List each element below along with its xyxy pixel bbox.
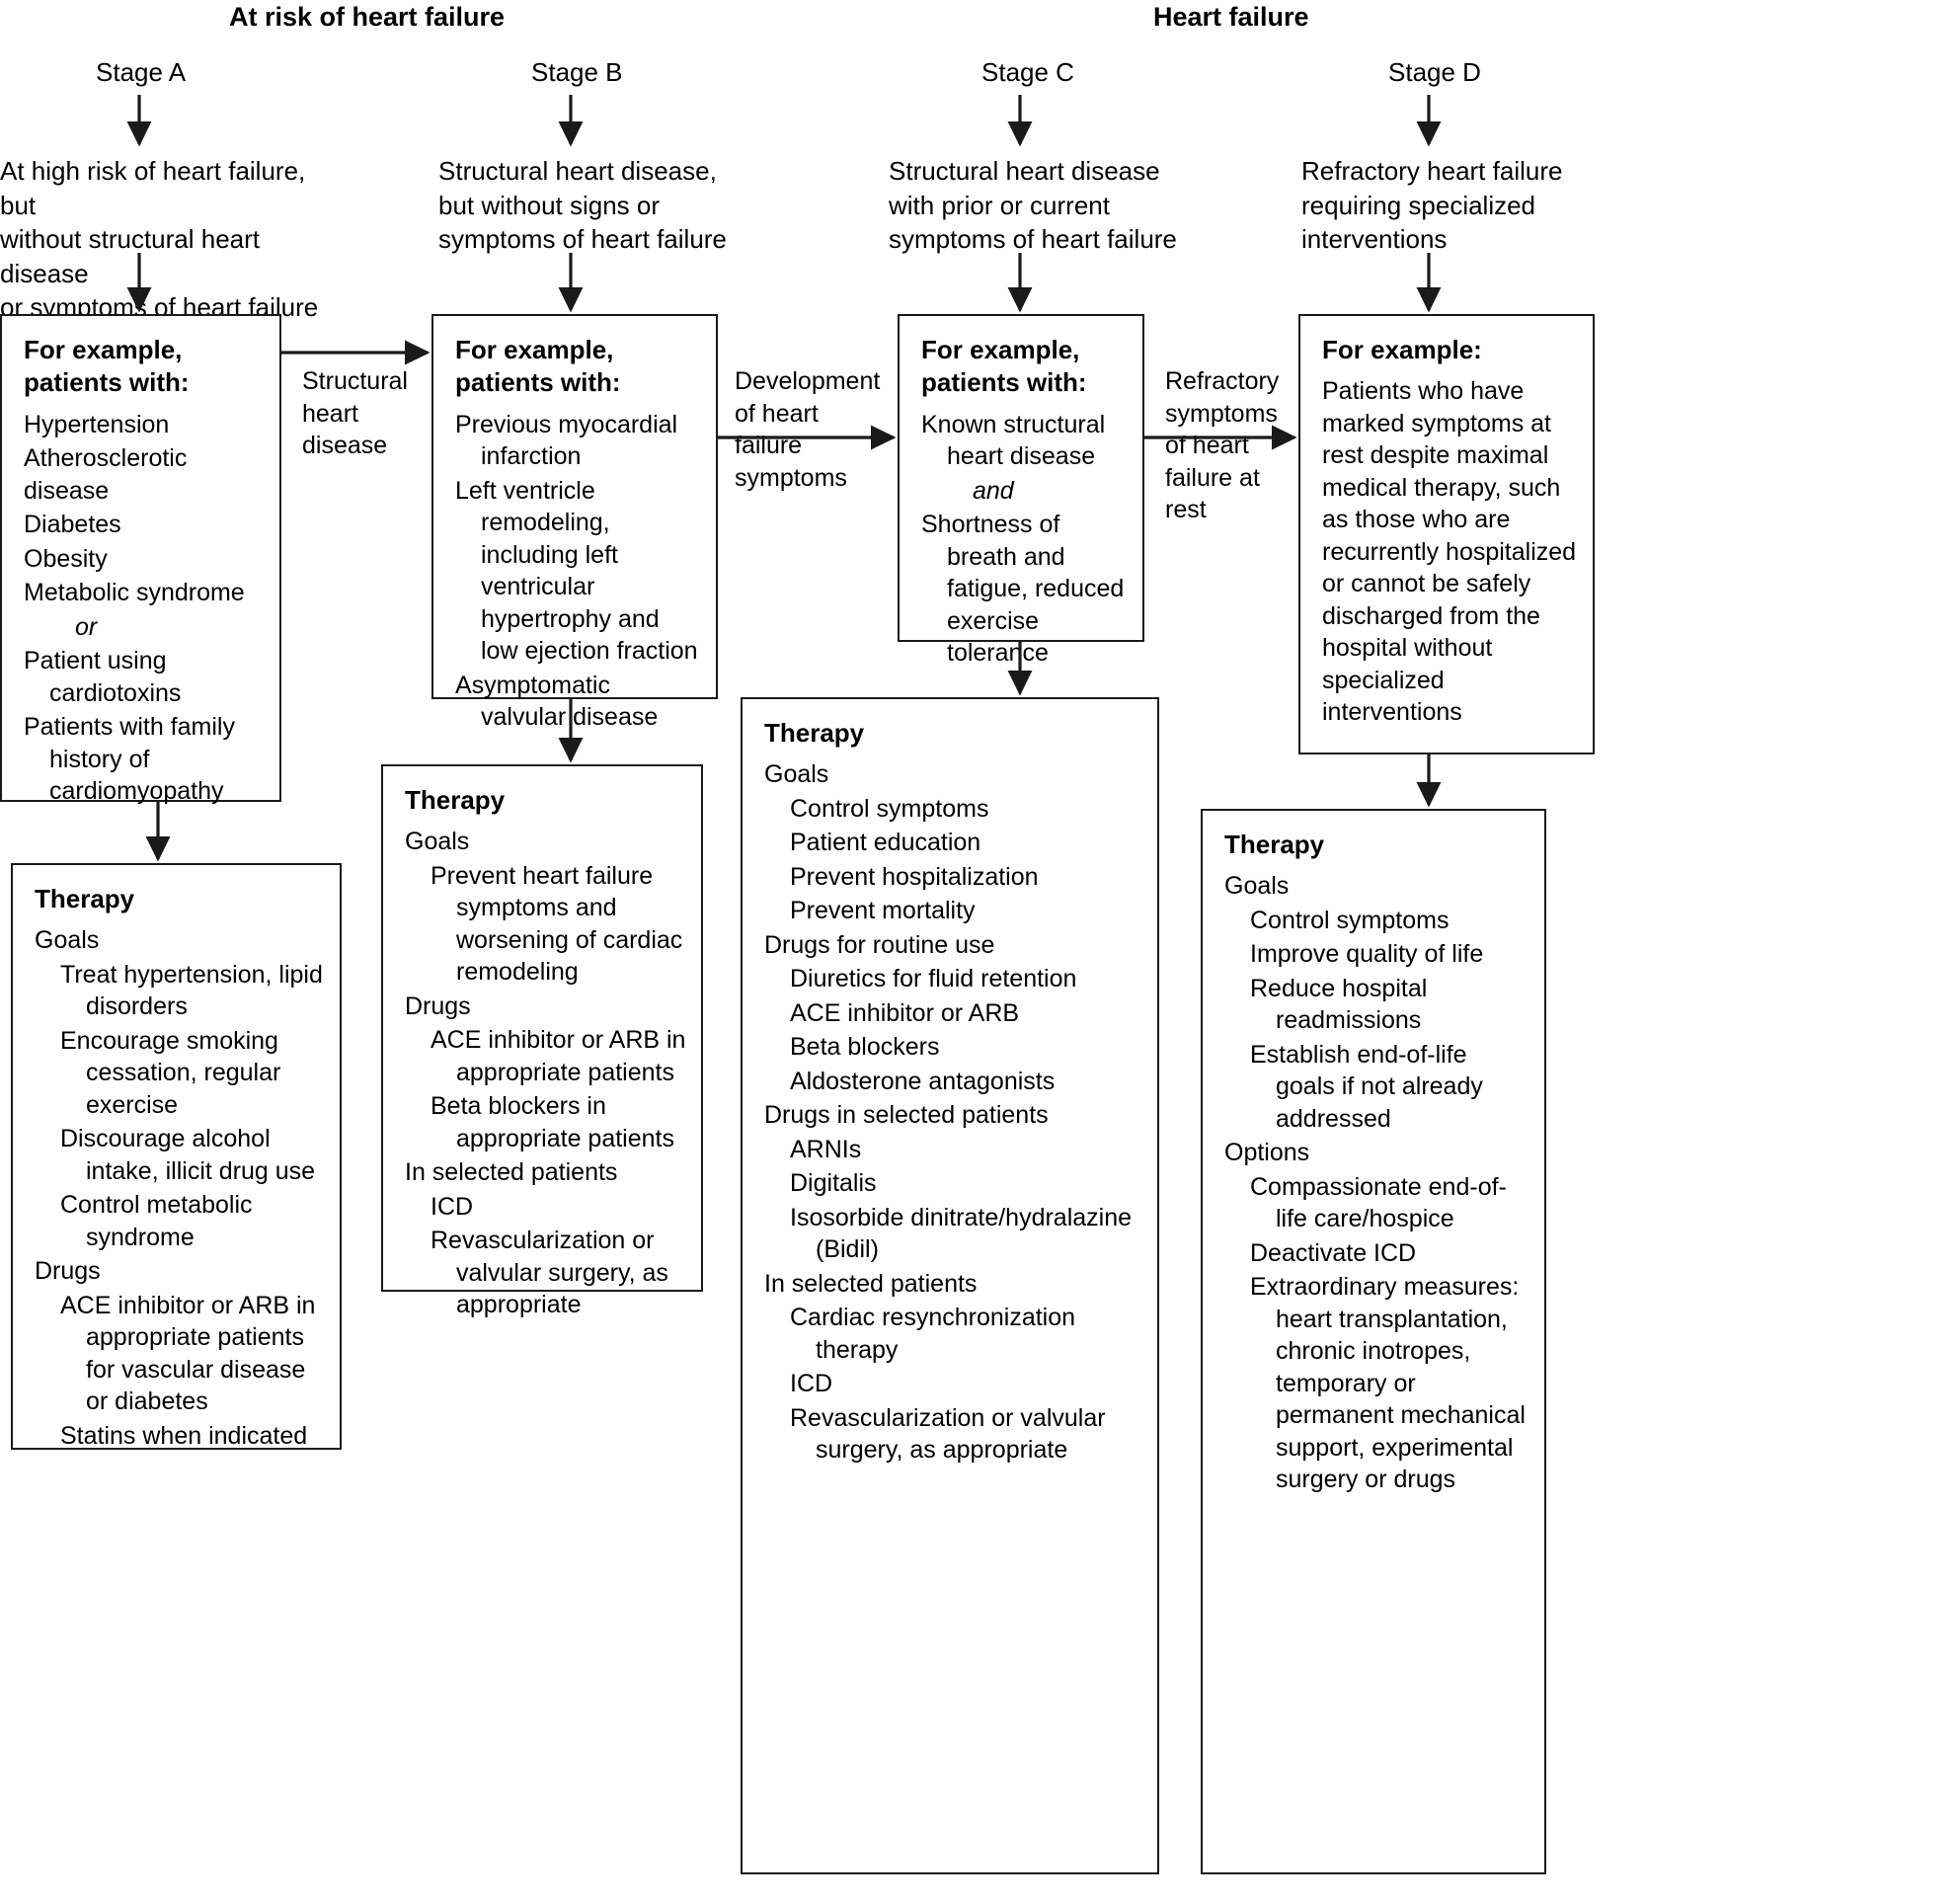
stage-a-example-list: Hypertension Atherosclerotic disease Dia… <box>24 409 266 808</box>
stage-c-example-list: Known structural heart disease and Short… <box>921 409 1129 670</box>
list-item: Goals <box>1224 872 1290 901</box>
stage-c-therapy-box: Therapy Goals Control symptoms Patient e… <box>741 697 1159 1874</box>
stage-label-a: Stage A <box>96 57 187 87</box>
list-item: Cardiac resynchronization therapy <box>790 1304 1076 1364</box>
list-item: ARNIs <box>790 1135 862 1163</box>
stage-d-definition: Refractory heart failure requiring speci… <box>1301 156 1563 255</box>
list-item: Encourage smoking cessation, regular exe… <box>60 1026 281 1119</box>
list-item-conjunction: or <box>75 612 98 641</box>
stage-a-therapy-list: Goals Treat hypertension, lipid disorder… <box>35 924 326 1452</box>
list-item: Goals <box>35 926 100 955</box>
list-item: Patient education <box>790 829 981 857</box>
stage-b-example-title: For example, patients with: <box>455 335 621 398</box>
list-item: Control metabolic syndrome <box>60 1191 253 1251</box>
list-item: Isosorbide dinitrate/hydralazine (Bidil) <box>790 1203 1133 1264</box>
stage-d-example-title: For example: <box>1322 335 1482 364</box>
list-item: Goals <box>405 828 470 856</box>
stage-c-example-box: For example, patients with: Known struct… <box>898 314 1144 667</box>
list-item: In selected patients <box>764 1269 978 1298</box>
edge-label-development-of-hf-symptoms: Development of heart failure symptoms <box>735 367 881 492</box>
list-item: Establish end-of-life goals if not alrea… <box>1250 1040 1483 1133</box>
list-item: ACE inhibitor or ARB in appropriate pati… <box>60 1291 316 1416</box>
list-item: Obesity <box>24 544 108 573</box>
list-item: Prevent hospitalization <box>790 862 1039 891</box>
edge-label-refractory-symptoms: Refractory symptoms of heart failure at … <box>1165 367 1280 523</box>
list-item: Compassionate end-of-life care/hospice <box>1250 1172 1507 1233</box>
list-item: Statins when indicated <box>60 1421 308 1450</box>
list-item: Options <box>1224 1139 1310 1167</box>
list-item: Reduce hospital readmissions <box>1250 974 1428 1035</box>
list-item: Shortness of breath and fatigue, reduced… <box>921 511 1125 668</box>
list-item: Drugs in selected patients <box>764 1101 1049 1130</box>
list-item: Prevent heart failure symptoms and worse… <box>431 861 683 987</box>
stage-d-therapy-box: Therapy Goals Control symptoms Improve q… <box>1201 809 1546 1874</box>
stage-a-definition: At high risk of heart failure, but witho… <box>0 156 319 323</box>
list-item: Hypertension <box>24 410 170 438</box>
stage-d-therapy-list: Goals Control symptoms Improve quality o… <box>1224 870 1530 1496</box>
list-item: ACE inhibitor or ARB <box>790 998 1020 1027</box>
stage-c-therapy-title: Therapy <box>764 718 865 748</box>
list-item: Control symptoms <box>1250 906 1450 934</box>
list-item: Discourage alcohol intake, illicit drug … <box>60 1125 316 1185</box>
edge-label-structural-heart-disease: Structural heart disease <box>302 367 408 459</box>
list-item: Left ventricle remodeling, including lef… <box>455 476 698 666</box>
list-item: In selected patients <box>405 1158 618 1187</box>
list-item: Deactivate ICD <box>1250 1238 1417 1267</box>
list-item: Drugs <box>405 992 471 1020</box>
stage-label-d: Stage D <box>1388 57 1481 87</box>
list-item: Treat hypertension, lipid disorders <box>60 960 323 1021</box>
stage-d-example-text: Patients who have marked symptoms at res… <box>1322 377 1577 727</box>
list-item: Beta blockers <box>790 1033 940 1062</box>
list-item: Atherosclerotic disease <box>24 444 188 505</box>
stage-label-c: Stage C <box>981 57 1074 87</box>
list-item: Prevent mortality <box>790 897 976 925</box>
stage-label-b: Stage B <box>531 57 623 87</box>
list-item: ACE inhibitor or ARB in appropriate pati… <box>431 1026 686 1086</box>
stage-a-example-box: For example, patients with: Hypertension… <box>0 314 281 805</box>
list-item: Patients with family history of cardiomy… <box>24 713 235 806</box>
list-item: Patient using cardiotoxins <box>24 647 182 707</box>
list-item: Metabolic syndrome <box>24 579 245 607</box>
group-header-heart-failure: Heart failure <box>1153 2 1309 32</box>
stage-b-example-list: Previous myocardial infarction Left vent… <box>455 409 702 734</box>
list-item: Revascularization or valvular surgery, a… <box>431 1227 668 1319</box>
stage-b-therapy-list: Goals Prevent heart failure symptoms and… <box>405 826 687 1321</box>
list-item: Drugs for routine use <box>764 930 995 959</box>
stage-a-therapy-title: Therapy <box>35 884 135 913</box>
stage-b-therapy-box: Therapy Goals Prevent heart failure symp… <box>381 764 703 1318</box>
list-item: Diabetes <box>24 511 121 539</box>
list-item-conjunction: and <box>973 476 1014 505</box>
stage-c-therapy-list: Goals Control symptoms Patient education… <box>764 758 1143 1467</box>
list-item: Goals <box>764 760 829 789</box>
list-item: Drugs <box>35 1257 101 1286</box>
list-item: Diuretics for fluid retention <box>790 965 1077 993</box>
stage-b-therapy-title: Therapy <box>405 785 506 815</box>
list-item: ICD <box>431 1192 474 1221</box>
group-header-at-risk: At risk of heart failure <box>229 2 506 32</box>
list-item: Asymptomatic valvular disease <box>455 671 659 732</box>
list-item: Control symptoms <box>790 794 989 823</box>
stage-a-therapy-box: Therapy Goals Treat hypertension, lipid … <box>11 863 342 1450</box>
stage-b-definition: Structural heart disease, but without si… <box>438 156 727 255</box>
list-item: Extraordinary measures: heart transplant… <box>1250 1273 1526 1494</box>
list-item: Known structural heart disease <box>921 410 1106 471</box>
stage-d-example-box: For example: Patients who have marked sy… <box>1298 314 1595 754</box>
stage-c-definition: Structural heart disease with prior or c… <box>889 156 1177 255</box>
stage-c-example-title: For example, patients with: <box>921 335 1087 398</box>
stage-b-example-box: For example, patients with: Previous myo… <box>431 314 718 731</box>
list-item: Aldosterone antagonists <box>790 1067 1056 1095</box>
stage-d-therapy-title: Therapy <box>1224 830 1325 859</box>
list-item: Beta blockers in appropriate patients <box>431 1092 674 1152</box>
list-item: Previous myocardial infarction <box>455 410 678 471</box>
stage-a-example-title: For example, patients with: <box>24 335 190 398</box>
list-item: Improve quality of life <box>1250 940 1484 969</box>
list-item: Digitalis <box>790 1169 877 1198</box>
list-item: ICD <box>790 1370 833 1398</box>
list-item: Revascularization or valvular surgery, a… <box>790 1403 1106 1465</box>
